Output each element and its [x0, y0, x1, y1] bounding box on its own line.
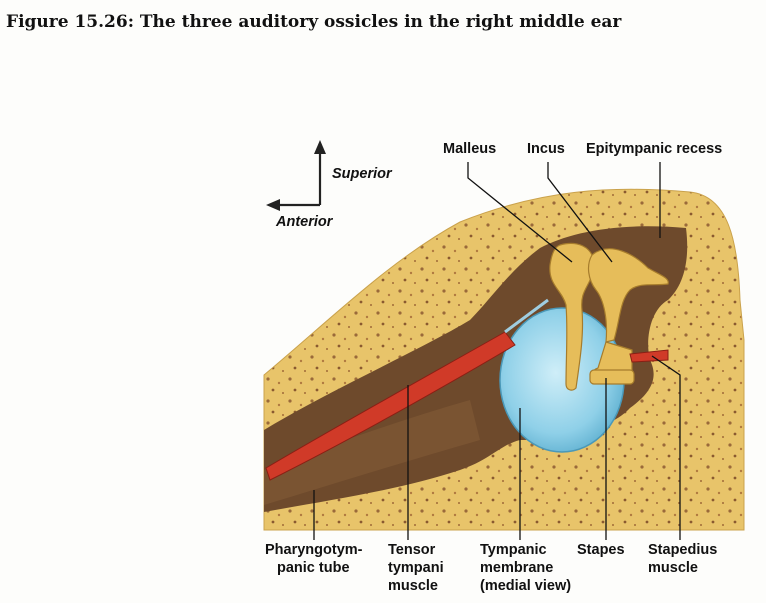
label-stapedius-1: Stapedius [648, 542, 717, 558]
label-pharyngotympanic-2: panic tube [277, 560, 350, 576]
label-tensor-3: muscle [388, 578, 438, 594]
label-stapedius-2: muscle [648, 560, 698, 576]
superior-label: Superior [332, 166, 393, 182]
tensor-tympani-shape [265, 331, 516, 481]
incus-shape [587, 248, 669, 343]
leader-lines [313, 162, 681, 540]
label-tensor-2: tympani [388, 560, 444, 576]
anterior-label: Anterior [275, 214, 334, 230]
label-tympanic-1: Tympanic [480, 542, 547, 558]
orientation-indicator [266, 140, 326, 211]
label-epitympanic-recess: Epitympanic recess [586, 141, 722, 157]
figure-title: Figure 15.26: The three auditory ossicle… [6, 12, 622, 32]
label-pharyngotympanic-1: Pharyngotym- [265, 542, 363, 558]
label-tympanic-2: membrane [480, 560, 553, 576]
label-malleus: Malleus [443, 141, 496, 157]
pharyngotympanic-tube-shape [264, 400, 480, 505]
stapes-footplate [589, 369, 635, 385]
stapedius-shape [629, 349, 669, 363]
label-incus: Incus [527, 141, 565, 157]
label-tympanic-3: (medial view) [480, 578, 571, 594]
label-stapes: Stapes [577, 542, 625, 558]
label-tensor-1: Tensor [388, 542, 436, 558]
tendon-shape [504, 298, 549, 334]
